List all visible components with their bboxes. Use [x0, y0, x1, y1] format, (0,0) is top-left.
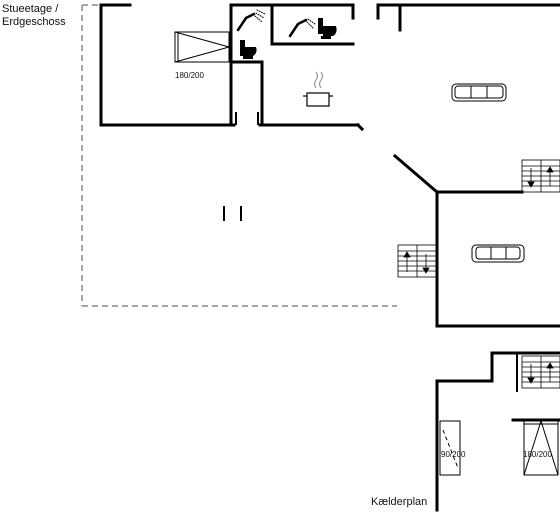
stairs-icon: [397, 244, 437, 278]
door-posts: [223, 112, 259, 221]
sofa-icon: [451, 83, 507, 102]
toilet-icon: [318, 18, 337, 39]
stove-pot-icon: [303, 71, 333, 107]
stairs-icon: [521, 355, 560, 389]
bed-icon: [174, 31, 230, 63]
ground-floor-walls: [99, 3, 560, 328]
ground-floor-title-line1: Stueetage /: [2, 3, 59, 15]
basement-floor-title: Kælderplan: [371, 496, 428, 508]
shower-icon: [288, 18, 316, 38]
bed-size-label: 180/200: [523, 450, 552, 459]
bed-icon: [523, 420, 559, 476]
stairs-icon: [521, 159, 560, 193]
shower-icon: [236, 9, 266, 32]
bed-size-label: 90/200: [441, 450, 466, 459]
sofa-icon: [471, 244, 525, 263]
ground-floor-title-line2: Erdgeschoss: [2, 16, 66, 28]
ground-floor-title: Stueetage / Erdgeschoss: [2, 3, 66, 29]
toilet-icon: [240, 40, 257, 59]
basement-walls: [435, 351, 560, 512]
bed-size-label: 180/200: [175, 71, 204, 80]
bed-icon: [439, 420, 461, 476]
dashed-outline: [81, 4, 397, 307]
